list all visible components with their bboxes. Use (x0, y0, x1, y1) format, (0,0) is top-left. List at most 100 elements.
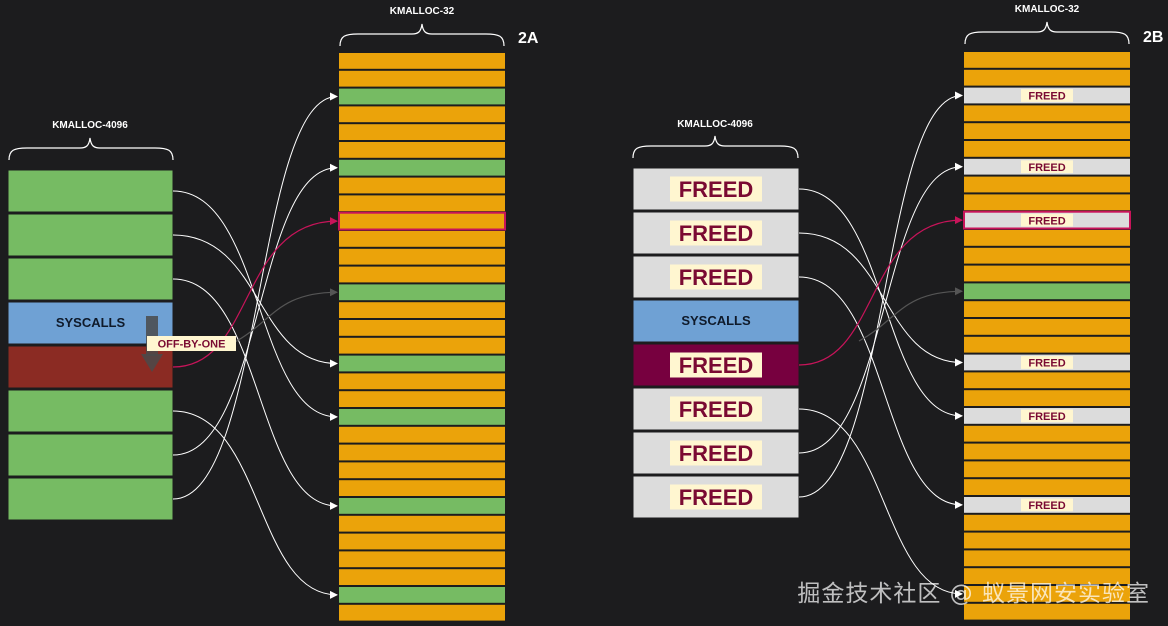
kmalloc-32-slot-green (339, 355, 505, 372)
kmalloc-32-slot-orange (964, 479, 1130, 495)
kmalloc-32-slot-orange (339, 462, 505, 479)
freed-label: FREED (679, 221, 754, 246)
pointer-arrow (172, 163, 338, 456)
panel-label-2a: 2A (518, 30, 539, 47)
kmalloc-32-slot-orange (339, 444, 505, 461)
kmalloc-32-slot-orange (964, 425, 1130, 442)
kmalloc-32-slot-orange (339, 124, 505, 140)
kmalloc-32-slot-orange (339, 373, 505, 390)
kmalloc-32-slot-orange (339, 337, 505, 354)
slab-block-blue (7, 301, 174, 345)
kmalloc-32-slot-orange (964, 336, 1130, 353)
slab-block-blue (632, 299, 800, 343)
kmalloc-32-slot-orange (964, 123, 1130, 139)
off-by-one-label: OFF-BY-ONE (158, 339, 226, 351)
kmalloc-32-slot-green (339, 409, 505, 425)
freed-slot-label-bg (1021, 89, 1073, 102)
kmalloc-32-slot-green (339, 159, 505, 176)
off-by-one-overlay: OFF-BY-ONE (141, 316, 236, 372)
kmalloc-4096-title-b: KMALLOC-4096 (677, 119, 753, 130)
overflow-pointer-arrow (172, 217, 338, 368)
pointer-arrow (798, 232, 963, 367)
kmalloc-32-title-b: KMALLOC-32 (1015, 4, 1080, 15)
off-by-one-label-bg (147, 336, 236, 351)
kmalloc-32-slot-orange (964, 319, 1130, 335)
kmalloc-32-slot-orange (339, 551, 505, 568)
freed-label: FREED (679, 397, 754, 422)
kmalloc-32-slot-orange (964, 69, 1130, 86)
kmalloc-32-slot-orange (964, 230, 1130, 246)
kmalloc-32-slot-orange (339, 480, 505, 496)
slab-block-green (7, 477, 174, 521)
kmalloc-32-slot-orange (339, 70, 505, 87)
slab-block-green (7, 389, 174, 433)
kmalloc-32-brace-a (339, 23, 505, 47)
syscalls-label: SYSCALLS (681, 313, 751, 328)
overflow-target-slot (963, 210, 1131, 230)
kmalloc-32-slot-orange (964, 194, 1130, 211)
freed-slot-label-bg (1021, 409, 1073, 423)
kmalloc-32-slot-orange (964, 390, 1130, 406)
kmalloc-32-brace-b (964, 21, 1130, 45)
kmalloc-32-slot-orange (964, 372, 1130, 389)
freed-slot-label: FREED (1028, 162, 1065, 174)
slab-block-green (7, 257, 174, 301)
freed-label-bg (670, 440, 762, 466)
freed-label: FREED (679, 265, 754, 290)
kmalloc-32-slot-orange (339, 248, 505, 265)
kmalloc-32-slot-orange (964, 568, 1130, 584)
pointer-arrows-a (172, 92, 338, 599)
kmalloc-4096-brace-a (8, 137, 174, 161)
freed-slot-label-bg (1021, 498, 1073, 512)
slab-block-green (7, 213, 174, 257)
kmalloc-4096-blocks-b: FREEDFREEDFREEDSYSCALLSFREEDFREEDFREEDFR… (632, 167, 800, 519)
pointer-arrow (798, 408, 963, 598)
syscall-pointer-arrow (232, 288, 338, 344)
kmalloc-32-slot-orange (964, 514, 1130, 531)
panel-2a: 2A KMALLOC-32 KMALLOC-4096 SYSCALLS OFF-… (7, 6, 539, 621)
kmalloc-4096-brace-b (632, 135, 799, 159)
kmalloc-32-slot-orange (339, 266, 505, 283)
kmalloc-32-slot-orange (339, 195, 505, 212)
freed-slot-label: FREED (1028, 358, 1065, 370)
kmalloc-32-slot-orange (964, 176, 1130, 193)
kmalloc-32-slot-green (964, 283, 1130, 300)
freed-slot-label: FREED (1028, 215, 1065, 227)
freed-label: FREED (679, 485, 754, 510)
kmalloc-32-slot-green (339, 88, 505, 105)
kmalloc-32-slot-orange (339, 213, 505, 229)
kmalloc-32-slots-a (338, 53, 506, 621)
freed-slot-label: FREED (1028, 500, 1065, 512)
freed-slot-label-bg (1021, 160, 1073, 174)
freed-label-bg (670, 176, 762, 202)
kmalloc-32-slot-orange (339, 302, 505, 318)
freed-label: FREED (679, 441, 754, 466)
kmalloc-32-slot-orange (339, 515, 505, 532)
kmalloc-32-slot-green (339, 284, 505, 301)
kmalloc-32-slot-orange (964, 301, 1130, 317)
pointer-arrows-b (798, 91, 963, 598)
pointer-arrow (798, 91, 963, 498)
kmalloc-32-slot-orange (339, 426, 505, 443)
kmalloc-32-slot-orange (964, 532, 1130, 549)
freed-label-bg (670, 352, 762, 378)
pointer-arrow (172, 190, 338, 421)
slab-block-green (7, 169, 174, 213)
freed-label-bg (670, 264, 762, 290)
pointer-arrow (798, 162, 963, 454)
watermark: 掘金技术社区 @ 蚁景网安实验室 (797, 581, 1150, 607)
pointer-arrow (172, 278, 338, 510)
syscall-pointer-arrow (858, 287, 963, 342)
kmalloc-32-slot-orange (964, 265, 1130, 282)
kmalloc-32-slot-orange (339, 569, 505, 585)
kmalloc-32-slot-orange (339, 391, 505, 407)
kmalloc-32-slot-orange (964, 443, 1130, 460)
pointer-arrow (172, 92, 338, 500)
overflow-arrow-head (141, 354, 163, 372)
kmalloc-32-slot-orange (964, 550, 1130, 567)
panel-2b: 2B KMALLOC-32 KMALLOC-4096 FREEDFREEDFRE… (632, 4, 1163, 620)
freed-label-bg (670, 484, 762, 510)
kmalloc-32-slot-orange (339, 177, 505, 194)
slab-block-darkred (7, 345, 174, 389)
